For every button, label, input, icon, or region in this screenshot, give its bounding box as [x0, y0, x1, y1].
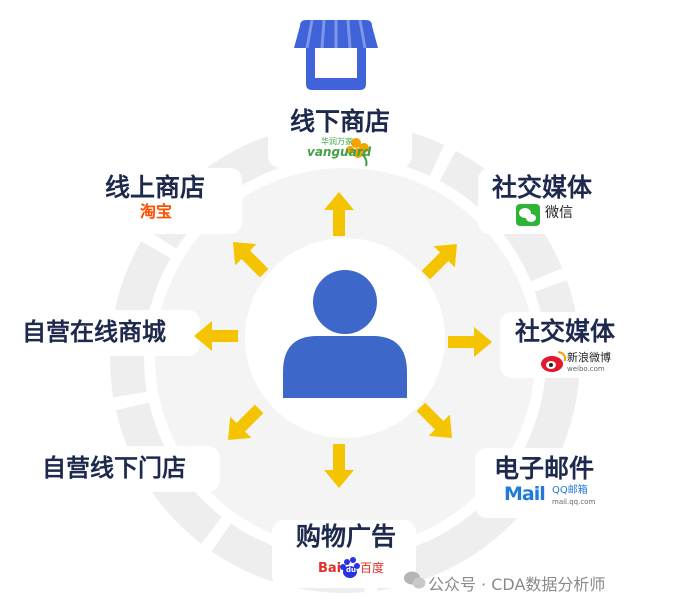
weibo-logo-icon [541, 351, 567, 372]
brand-wechat: 微信 [545, 205, 573, 221]
brand-vanguard: vanguard [307, 145, 372, 159]
brand-caption-vanguard: 华润万家 [321, 137, 353, 146]
arrow-down-right [416, 402, 452, 438]
label-email: 电子邮件 [494, 454, 595, 483]
card-offline-store [268, 104, 412, 168]
card-social-wechat [478, 168, 620, 234]
arrow-down [324, 444, 354, 488]
user-icon [283, 270, 407, 398]
vanguard-logo-icon [346, 138, 369, 167]
label-online-store: 线上商店 [105, 173, 206, 202]
brand-taobao: 淘宝 [140, 202, 173, 221]
card-social-weibo [500, 312, 642, 378]
watermark-icon [404, 571, 426, 589]
label-social-wechat: 社交媒体 [492, 173, 593, 202]
arrow-up [324, 192, 354, 236]
card-shopping-ads [272, 520, 416, 588]
arrow-down-left [228, 404, 264, 440]
brand-baidu-du: du [346, 566, 356, 574]
brand-qqmail-url: mail.qq.com [552, 498, 596, 506]
brand-weibo-url: weibo.com [567, 365, 605, 373]
card-self-online-mall [10, 310, 200, 356]
arrow-up-right [421, 244, 457, 280]
brand-weibo: 新浪微博 [567, 351, 611, 364]
brand-baidu-bai: Bai [318, 561, 342, 576]
arrow-right [448, 327, 492, 357]
label-shopping-ads: 购物广告 [296, 522, 397, 551]
arrow-up-left [233, 242, 269, 278]
watermark: 公众号 · CDA数据分析师 [428, 575, 606, 594]
label-self-online-mall: 自营在线商城 [22, 318, 166, 346]
store-icon [294, 19, 378, 90]
baidu-paw-icon [340, 557, 360, 578]
label-self-offline-store: 自营线下门店 [42, 454, 186, 482]
brand-baidu-cn: 百度 [360, 561, 385, 575]
wechat-logo-icon [516, 204, 540, 226]
brand-qqmail-cn: QQ邮箱 [552, 485, 588, 496]
brand-qqmail: Mail [504, 483, 546, 505]
label-offline-store: 线下商店 [290, 107, 391, 136]
card-email [475, 448, 621, 518]
arrow-left [194, 321, 238, 351]
label-social-weibo: 社交媒体 [515, 317, 616, 346]
card-self-offline-store [28, 446, 220, 492]
card-online-store [92, 168, 242, 234]
